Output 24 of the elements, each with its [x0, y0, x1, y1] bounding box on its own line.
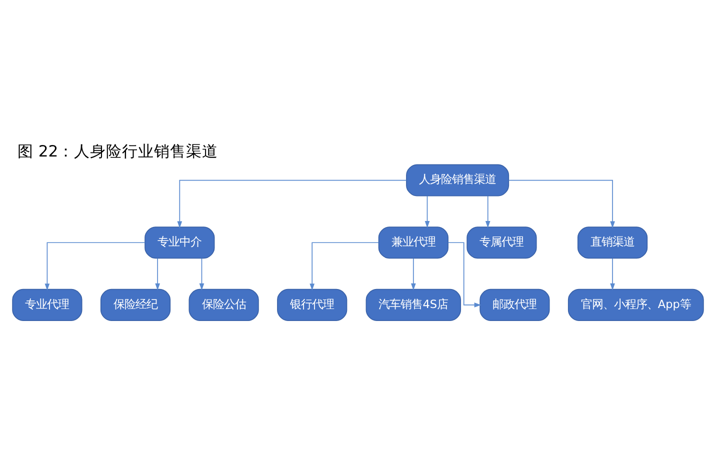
node-box: 专业中介 [144, 226, 215, 258]
node-box: 专属代理 [466, 226, 537, 258]
node-box: 官网、小程序、App等 [568, 288, 704, 320]
arrow [610, 257, 615, 290]
diagram-title: 图 22：人身险行业销售渠道 [17, 142, 218, 160]
node-box: 直销渠道 [577, 226, 648, 258]
arrow [508, 179, 615, 228]
node-box: 保险公估 [188, 288, 259, 320]
node-box: 人身险销售渠道 [406, 164, 510, 196]
node-box: 保险经纪 [100, 288, 171, 320]
node-box: 银行代理 [277, 288, 348, 320]
node-box: 邮政代理 [480, 288, 550, 320]
arrow [155, 257, 160, 290]
node-box: 专业代理 [12, 288, 82, 320]
arrow [485, 195, 490, 228]
arrow [448, 242, 482, 307]
arrow [44, 242, 146, 290]
node-box: 汽车销售4S店 [366, 288, 462, 320]
arrow [199, 257, 204, 290]
arrow [310, 242, 379, 290]
arrow [410, 257, 416, 290]
node-box: 兼业代理 [378, 226, 448, 258]
arrow [424, 195, 430, 228]
arrow [177, 179, 407, 228]
